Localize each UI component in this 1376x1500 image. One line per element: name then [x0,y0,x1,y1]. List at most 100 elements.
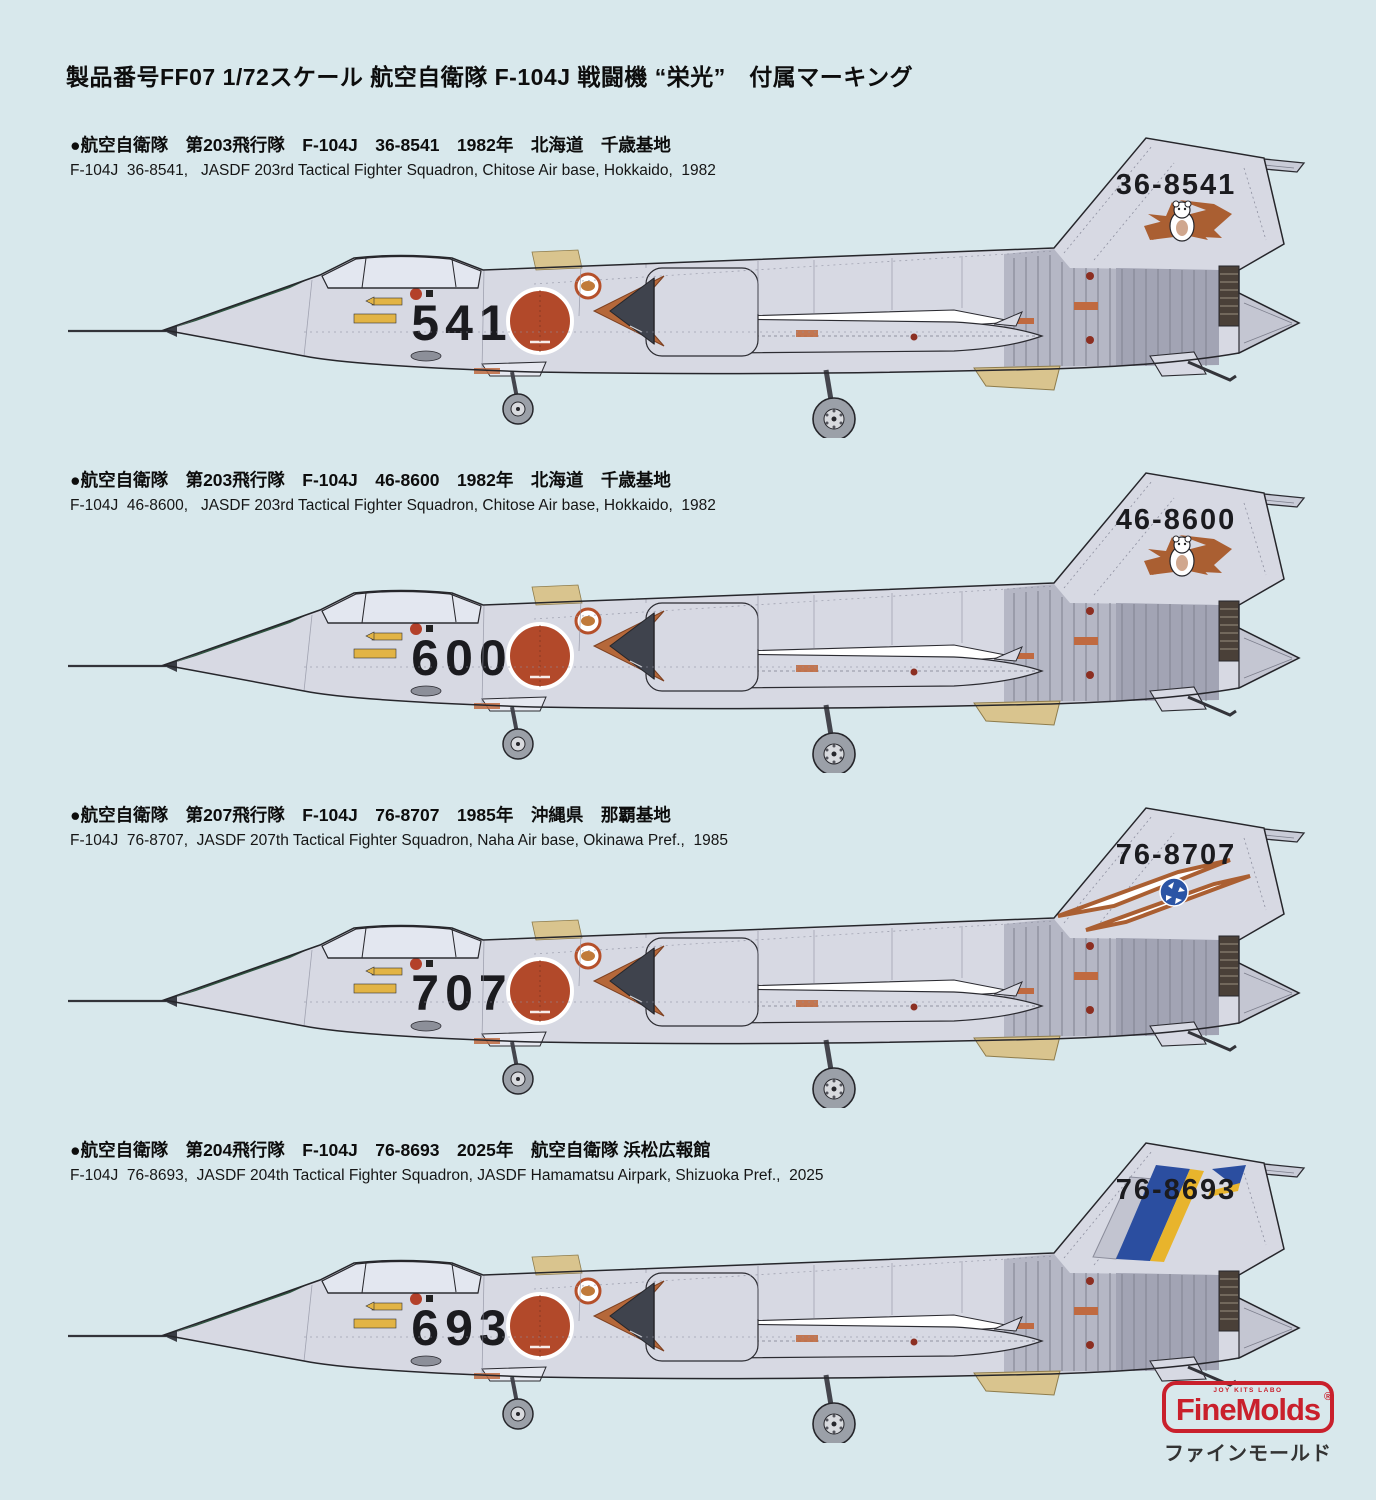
exhaust-nozzle [1238,292,1301,354]
fuselage-outline [161,472,1301,710]
exhaust-louvers [1218,265,1240,327]
exhaust-louvers [1218,1270,1240,1332]
canopy [321,590,482,624]
spine-tan-panel [531,249,583,271]
tail-number: 76-8707 [1116,839,1236,871]
fuselage-outline [161,137,1301,375]
main-gear [812,1374,856,1443]
hinomaru-roundel [506,287,574,355]
main-gear [812,704,856,773]
exhaust-nozzle [1238,962,1301,1024]
orange-stencil [1016,653,1034,659]
squadron-marking-204th-stripes [1092,1165,1246,1262]
exhaust-louvers [1218,600,1240,662]
hinomaru-roundel [506,622,574,690]
ventral-fin [1149,1021,1207,1047]
tail-fin [1063,480,1267,596]
beacon-dot [1086,671,1094,679]
tail-fin [1063,145,1267,261]
squadron-marking-203rd-bear-star [1144,535,1232,577]
nose-number: 693 [411,1300,512,1356]
beacon-dot [1086,1341,1094,1349]
aircraft-profile-row: ●航空自衛隊 第204飛行隊 F-104J 76-8693 2025年 航空自衛… [0,1127,1376,1462]
caption-english: F-104J 46-8600, JASDF 203rd Tactical Fig… [70,497,716,514]
exhaust-nozzle [1238,627,1301,689]
caption-japanese: ●航空自衛隊 第204飛行隊 F-104J 76-8693 2025年 航空自衛… [70,1140,711,1160]
orange-stencil [1016,988,1034,994]
engine-intake [592,1272,759,1362]
nose-number: 707 [411,965,512,1021]
panel-lines [303,250,1055,372]
beacon-dot [1086,272,1094,280]
tail-number: 46-8600 [1116,504,1236,536]
orange-stencil [1074,302,1098,310]
panel-lines [303,585,1055,707]
corrugated-panel [1004,584,1219,702]
main-gear [812,1039,856,1108]
flap-panel [973,700,1061,726]
orange-stencil [1074,637,1098,645]
caption-english: F-104J 36-8541, JASDF 203rd Tactical Fig… [70,162,716,179]
logo-tagline: JOY KITS LABO [1213,1386,1283,1394]
canopy [321,255,482,289]
tail-number: 76-8693 [1116,1174,1236,1206]
arrestor-hook [1187,695,1237,717]
orange-stencil [1016,1323,1034,1329]
logo-japanese-name: ファインモールド [1164,1443,1332,1465]
arrestor-hook [1187,1030,1237,1052]
engine-intake [592,937,759,1027]
aircraft-profile-row: ●航空自衛隊 第203飛行隊 F-104J 46-8600 1982年 北海道 … [0,457,1376,792]
flap-panel [973,365,1061,391]
main-gear [812,369,856,438]
aircraft-profile-row: ●航空自衛隊 第207飛行隊 F-104J 76-8707 1985年 沖縄県 … [0,792,1376,1127]
aircraft-illustration: 46-8600 [68,472,1306,773]
hinomaru-roundel [506,957,574,1025]
caption-english: F-104J 76-8707, JASDF 207th Tactical Fig… [70,832,728,849]
nose-number: 541 [411,295,512,351]
registered-trademark-mark: ® [1324,1391,1333,1403]
hinomaru-roundel [506,1292,574,1360]
squadron-marking-207th-lightning [1057,858,1251,932]
corrugated-panel [1004,1254,1219,1372]
panel-lines [303,1255,1055,1377]
flap-panel [973,1035,1061,1061]
nose-number: 600 [411,630,512,686]
spine-tan-panel [531,1254,583,1276]
ventral-fin [1149,1356,1207,1382]
spine-tan-panel [531,919,583,941]
tail-fin [1063,815,1267,931]
canopy [321,925,482,959]
fuselage-outline [161,807,1301,1045]
aircraft-rows: ●航空自衛隊 第203飛行隊 F-104J 36-8541 1982年 北海道 … [0,122,1376,1462]
finemolds-logo: JOY KITS LABO FineMolds ® ファインモールド [1148,1380,1348,1467]
engine-intake [592,267,759,357]
ventral-fin [1149,351,1207,377]
beacon-dot [1086,607,1094,615]
logo-brand-name: FineMolds [1175,1392,1321,1427]
aircraft-illustration: 76-8707 [68,807,1306,1108]
aircraft-illustration: 36-8541 [68,137,1306,438]
caption-japanese: ●航空自衛隊 第207飛行隊 F-104J 76-8707 1985年 沖縄県 … [70,805,671,825]
orange-stencil [1074,1307,1098,1315]
aircraft-profile-row: ●航空自衛隊 第203飛行隊 F-104J 36-8541 1982年 北海道 … [0,122,1376,457]
beacon-dot [1086,1006,1094,1014]
corrugated-panel [1004,249,1219,367]
canopy [321,1260,482,1294]
caption-japanese: ●航空自衛隊 第203飛行隊 F-104J 46-8600 1982年 北海道 … [70,470,671,490]
squadron-marking-203rd-bear-star [1144,200,1232,242]
ventral-fin [1149,686,1207,712]
orange-stencil [1074,972,1098,980]
flap-panel [973,1370,1061,1396]
finemolds-logo-box: JOY KITS LABO FineMolds ® [1161,1380,1335,1433]
exhaust-nozzle [1238,1297,1301,1359]
caption-english: F-104J 76-8693, JASDF 204th Tactical Fig… [70,1167,824,1184]
orange-stencil [1016,318,1034,324]
tail-number: 36-8541 [1116,169,1236,201]
beacon-dot [1086,1277,1094,1285]
beacon-dot [1086,942,1094,950]
page-title: 製品番号FF07 1/72スケール 航空自衛隊 F-104J 戦闘機 “栄光” … [66,64,914,90]
spine-tan-panel [531,584,583,606]
aircraft-illustration: 76-8693 [68,1142,1306,1443]
fuselage-outline [161,1142,1301,1380]
